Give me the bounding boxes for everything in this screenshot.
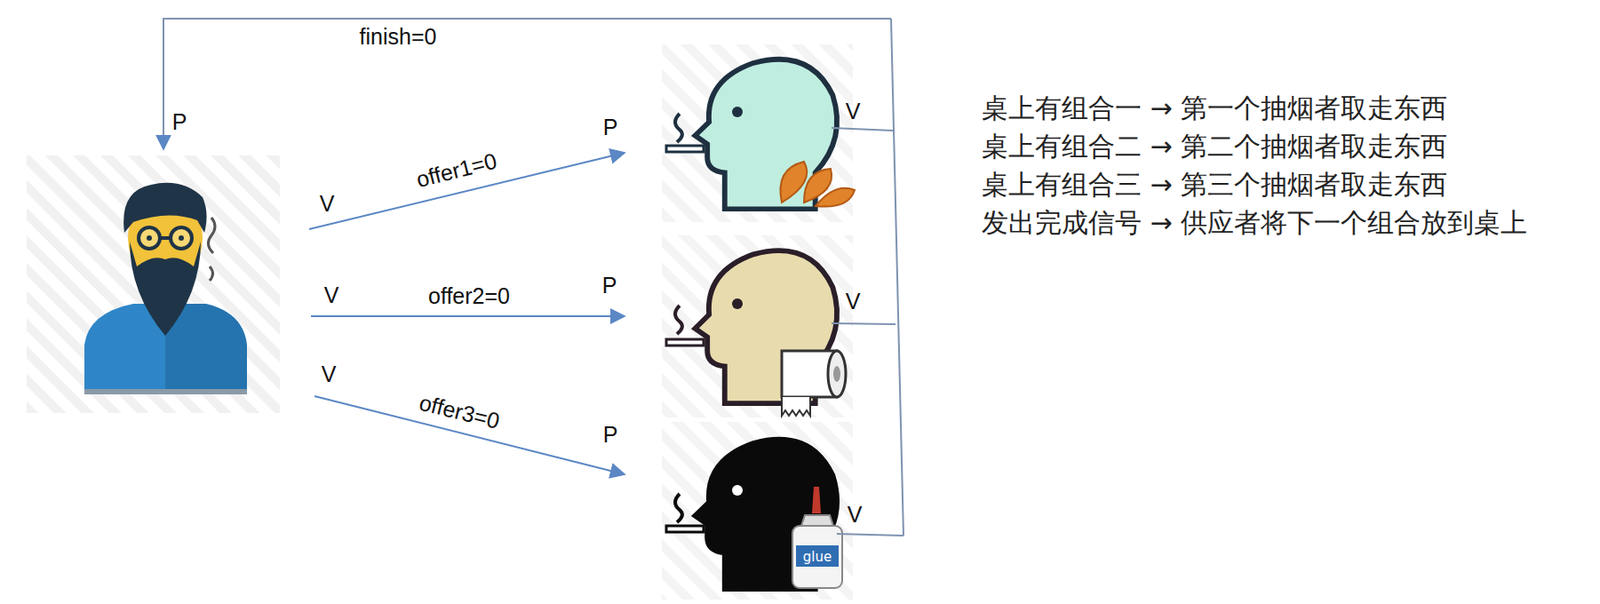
signal-op: V	[319, 191, 335, 217]
notes-block: 桌上有组合一 → 第一个抽烟者取走东西桌上有组合二 → 第二个抽烟者取走东西桌上…	[981, 88, 1551, 242]
smoker-two	[666, 250, 846, 416]
signal-lines	[163, 18, 904, 536]
signal-op: V	[847, 502, 863, 528]
supplier-figure	[84, 183, 247, 395]
smoker-three: glue	[666, 439, 843, 590]
note-line: 发出完成信号 → 供应者将下一个组合放到桌上	[981, 203, 1551, 242]
signal-op: V	[321, 362, 337, 388]
signal-op: V	[324, 283, 340, 309]
note-line: 桌上有组合一 → 第一个抽烟者取走东西	[981, 88, 1551, 128]
signal-op: P	[172, 110, 188, 136]
signal-op: P	[602, 273, 618, 299]
note-line: 桌上有组合三 → 第三个抽烟者取走东西	[981, 165, 1551, 204]
signal-op: P	[603, 115, 619, 141]
signal-name: finish=0	[359, 24, 438, 50]
signal-name: offer3=0	[416, 390, 502, 435]
note-line: 桌上有组合二 → 第二个抽烟者取走东西	[981, 127, 1551, 166]
signal-name: offer2=0	[428, 284, 510, 310]
signal-op: P	[603, 422, 619, 448]
signal-op: V	[845, 99, 861, 125]
smoker-one	[666, 59, 855, 210]
svg-text:glue: glue	[803, 549, 832, 566]
signal-op: V	[845, 289, 861, 315]
